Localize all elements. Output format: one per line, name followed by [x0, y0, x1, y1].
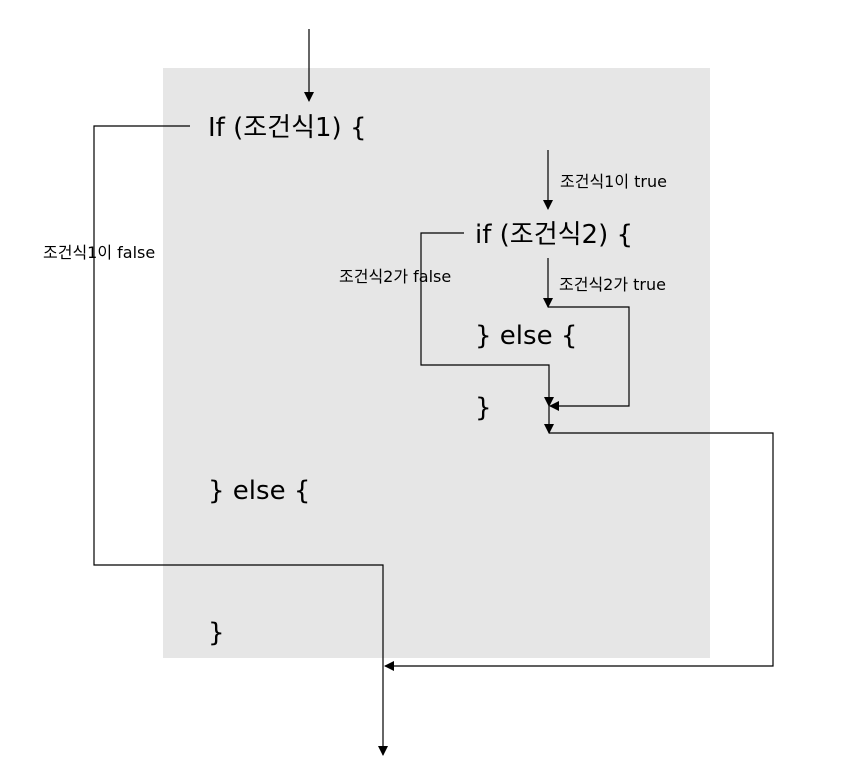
code-block-background [163, 68, 710, 658]
cond1-false-line [93, 125, 384, 666]
inner-if-statement: if (조건식2) { [475, 220, 633, 250]
label-cond2-false: 조건식2가 false [339, 267, 451, 286]
inner-to-outer-exit-arrow [384, 432, 774, 671]
inner-close-brace: } [475, 393, 492, 423]
outer-if-statement: If (조건식1) { [208, 113, 366, 143]
label-cond1-false: 조건식1이 false [43, 243, 155, 262]
label-cond2-true: 조건식2가 true [559, 275, 666, 294]
cond2-false-arrow [420, 232, 554, 407]
cond2-true-skip-arrow [548, 306, 630, 411]
label-cond1-true: 조건식1이 true [560, 172, 667, 191]
outer-close-brace: } [208, 618, 225, 648]
outer-else-statement: } else { [208, 476, 310, 506]
inner-else-statement: } else { [475, 321, 577, 351]
